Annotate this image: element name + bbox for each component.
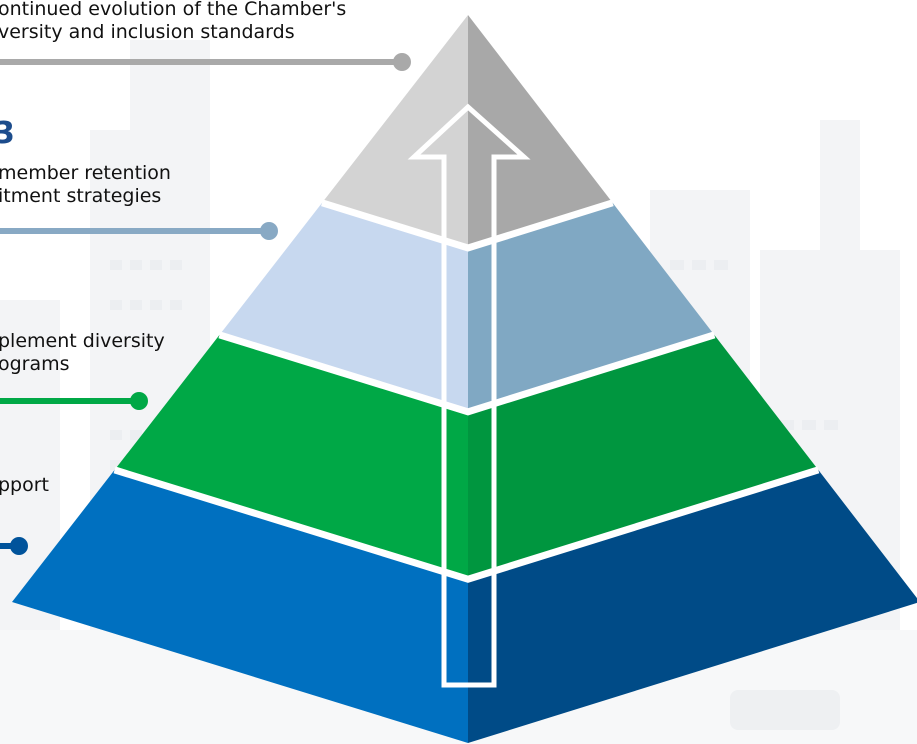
step-2-line-2: ograms xyxy=(0,353,70,375)
tier-separator xyxy=(218,331,716,416)
step-1-text: pport xyxy=(0,474,49,497)
step-3-number: 3 xyxy=(0,116,15,151)
connector-dot-upper-middle xyxy=(260,222,278,240)
connector-lines xyxy=(0,53,411,555)
connector-dot-base xyxy=(10,537,28,555)
tier-separators xyxy=(113,199,820,583)
tier-upper-middle-left-face xyxy=(219,202,468,412)
tier-separator xyxy=(321,199,614,252)
step-1-line-1: pport xyxy=(0,474,50,496)
connector-dot-top xyxy=(393,53,411,71)
step-2-text: plement diversity ograms xyxy=(0,330,165,376)
tier-separator xyxy=(113,466,820,583)
tier-lower-middle-right-face xyxy=(468,334,819,580)
tier-base-left-face xyxy=(12,469,468,743)
tier-base-right-face xyxy=(468,469,917,743)
tier-upper-middle-right-face xyxy=(468,202,715,412)
step-3-line-2: itment strategies xyxy=(0,185,162,207)
step-top-line-1: ontinued evolution of the Chamber's xyxy=(0,0,347,20)
step-3-text: member retention itment strategies xyxy=(0,162,171,208)
step-top-line-2: versity and inclusion standards xyxy=(0,21,295,43)
step-2-line-1: plement diversity xyxy=(0,330,165,352)
tier-top-left-face xyxy=(322,15,468,248)
tier-lower-middle-left-face xyxy=(114,334,468,580)
step-top-text: ontinued evolution of the Chamber's vers… xyxy=(0,0,346,44)
tier-top-right-face xyxy=(468,15,613,248)
connector-dot-lower-middle xyxy=(130,392,148,410)
up-arrow-outline xyxy=(407,103,531,688)
step-3-line-1: member retention xyxy=(0,162,171,184)
pyramid-faces xyxy=(12,15,917,743)
